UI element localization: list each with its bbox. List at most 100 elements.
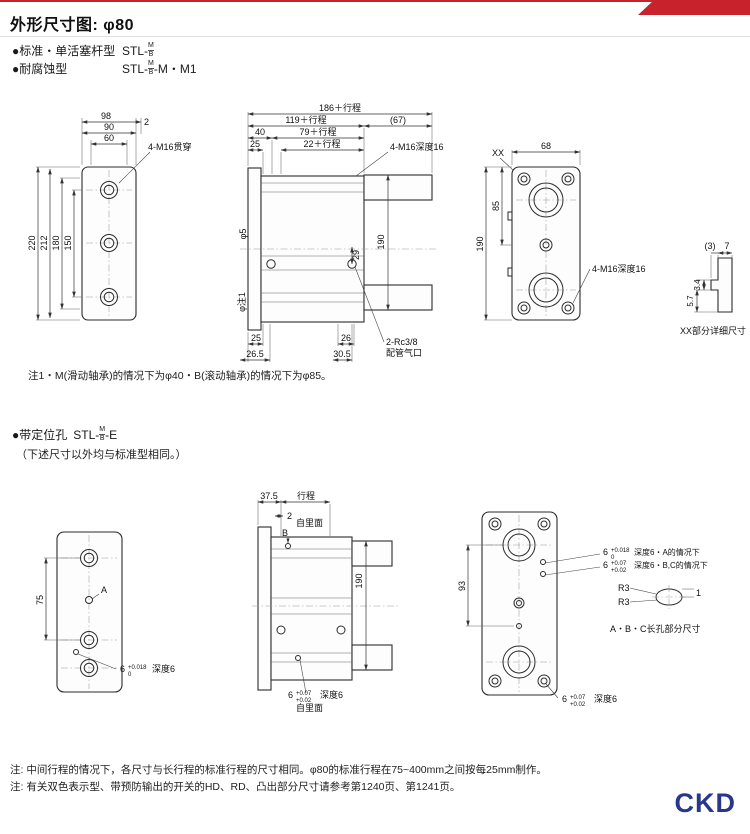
dim-note1-label: φ注1 — [236, 292, 247, 312]
bolt-depth-label: 4-M16深度16 — [592, 263, 646, 274]
code-suffix: -E — [105, 427, 118, 442]
dim-40-label: 40 — [255, 127, 265, 137]
dim-75-label: 75 — [35, 595, 45, 605]
dim-2-label: 2 — [287, 511, 292, 521]
dim-90-label: 90 — [104, 122, 114, 132]
dim-186-stroke-label: 186＋行程 — [319, 102, 361, 113]
drawing-positioning-hole-type: A 75 6 +0.018 0 深度6 37.5 行程 — [35, 490, 708, 713]
footer-note-2: 注: 有关双色表示型、带预防输出的开关的HD、RD、凸出部分尺寸请参考第1240… — [10, 781, 461, 793]
pin-a-size: 6 — [603, 547, 608, 557]
pin-tolerance-upper: +0.018 — [128, 665, 147, 671]
page-top-accent — [0, 0, 750, 2]
hole-a-label: A — [101, 585, 107, 595]
dim-phi5-label: φ5 — [238, 229, 248, 240]
dim-22-stroke-label: 22＋行程 — [303, 138, 340, 149]
dim-212-label: 212 — [39, 235, 49, 250]
pin-a-case-label: 深度6・A的情况下 — [634, 547, 700, 557]
pin-bc-case-label: 深度6・B,C的情况下 — [634, 560, 708, 570]
inner-face-label-2: 自里面 — [296, 702, 323, 713]
dim-30-5-label: 30.5 — [333, 349, 351, 359]
corner-tab — [638, 0, 750, 15]
positioning-hole-subnote: （下述尺寸以外均与标准型相同。） — [16, 449, 187, 461]
bearing-note: 注1・M(滑动轴承)的情况下为φ40・B(滚动轴承)的情况下为φ85。 — [28, 370, 332, 382]
page-title: 外形尺寸图: φ80 — [10, 17, 135, 34]
section-xx-label: XX — [492, 148, 504, 158]
pin-hole-size: 6 — [120, 664, 125, 674]
pin-bc-tolerance-lower: +0.02 — [611, 568, 627, 574]
dim-119-stroke-label: 119＋行程 — [285, 114, 326, 125]
front-plate-view-e — [56, 531, 123, 693]
rear-plate-view-e — [481, 511, 558, 696]
stroke-label: 行程 — [297, 490, 315, 501]
dim-25-top-label: 25 — [250, 139, 260, 149]
pin-tolerance-lower: 0 — [128, 672, 132, 678]
front-plate-dimensions: 98 2 90 60 4-M16贯穿 220 212 180 150 — [27, 111, 192, 321]
detail-dim-7-label: 7 — [724, 241, 729, 251]
front-plate-dimensions-e: A 75 6 +0.018 0 深度6 — [35, 557, 175, 678]
dim-2-label: 2 — [144, 117, 149, 127]
code-stack-bottom: B — [148, 69, 154, 76]
pin-hole-size: 6 — [562, 694, 567, 704]
pin-bc-size: 6 — [603, 560, 608, 570]
dim-26-5-label: 26.5 — [246, 349, 264, 359]
hole-b-label: B — [282, 528, 288, 538]
pin-tolerance-upper: +0.07 — [296, 691, 312, 697]
detail-dim-5-7-label: 5.7 — [686, 295, 695, 307]
side-section-dimensions: 186＋行程 119＋行程 (67) 40 79＋行程 25 22＋行程 4-M… — [236, 102, 444, 362]
radius-r3-label-2: R3 — [618, 597, 630, 607]
pin-tolerance-lower: +0.02 — [570, 702, 586, 708]
rear-plate-dimensions-e: 93 6 +0.018 0 深度6・A的情况下 6 +0.07 +0.02 深度… — [457, 544, 708, 708]
dim-26-label: 26 — [341, 333, 351, 343]
detail-dim-3-4-label: 3.4 — [693, 279, 702, 291]
footer-note-1: 注: 中间行程的情况下，各尺寸与长行程的标准行程的尺寸相同。φ80的标准行程在7… — [10, 764, 547, 776]
pin-tolerance-lower: +0.02 — [296, 698, 312, 704]
detail-dim-3-label: (3) — [705, 241, 716, 251]
dim-150-label: 150 — [63, 235, 73, 250]
header-divider — [0, 36, 750, 37]
dim-68-label: 68 — [541, 141, 551, 151]
bolt-depth-label: 4-M16深度16 — [390, 141, 444, 152]
rear-plate-dimensions: XX 68 85 190 4-M16深度16 — [475, 141, 646, 321]
drawing-standard-type: 98 2 90 60 4-M16贯穿 220 212 180 150 — [27, 102, 746, 362]
port-label: 2-Rc3/8 — [386, 337, 418, 347]
pin-depth-label: 深度6 — [594, 693, 617, 704]
bolt-thru-label: 4-M16贯穿 — [148, 141, 192, 152]
dim-85-label: 85 — [491, 201, 501, 211]
dim-98-label: 98 — [101, 111, 111, 121]
dim-25-bottom-label: 25 — [251, 333, 261, 343]
dim-190-label: 190 — [475, 236, 485, 251]
code-stack-top: M — [148, 60, 154, 69]
dim-220-label: 220 — [27, 235, 37, 250]
radius-r3-label-1: R3 — [618, 583, 630, 593]
positioning-hole-label: ●带定位孔 — [12, 428, 68, 442]
slot-dim-1-label: 1 — [696, 588, 701, 598]
dim-93-label: 93 — [457, 581, 467, 591]
code-stack-top: M — [99, 426, 106, 435]
pin-bc-tolerance-upper: +0.07 — [611, 561, 627, 567]
type-anticorrosion-label: ●耐腐蚀型 — [12, 62, 68, 76]
pin-a-tolerance-lower: 0 — [611, 555, 615, 561]
xx-detail-caption: XX部分详细尺寸 — [680, 325, 746, 336]
code-stack-bottom: B — [148, 51, 154, 58]
dim-180-label: 180 — [51, 235, 61, 250]
side-section-view — [240, 167, 438, 331]
side-view-e — [252, 526, 398, 691]
pin-depth-label: 深度6 — [320, 689, 343, 700]
dim-67-label: (67) — [390, 115, 406, 125]
dim-29-label: 29 — [351, 250, 361, 260]
rear-plate-view — [507, 166, 581, 321]
side-view-dimensions-e: 37.5 行程 2 自里面 B 190 6 +0.07 +0.02 深度6 自里… — [257, 490, 368, 713]
pin-depth-label: 深度6 — [152, 663, 175, 674]
pin-hole-size: 6 — [288, 690, 293, 700]
xx-detail-view: (3) 7 3.4 5.7 XX部分详细尺寸 — [680, 241, 746, 336]
code-prefix: STL- — [73, 427, 100, 442]
code-prefix: STL- — [122, 61, 149, 76]
